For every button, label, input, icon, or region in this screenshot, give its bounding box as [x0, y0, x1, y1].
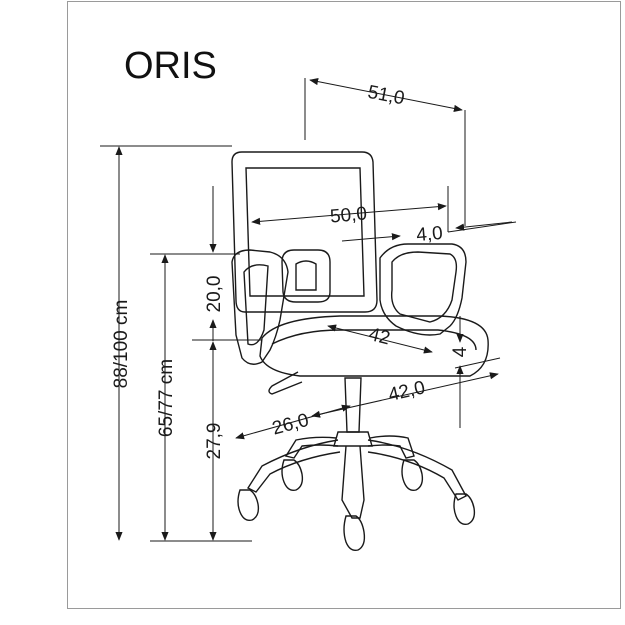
caster-2 — [453, 493, 476, 526]
base-arm-1 — [246, 439, 341, 493]
label-seat-floor: 27,9 — [204, 423, 225, 460]
label-backrest-height: 20,0 — [204, 276, 225, 313]
base-arm-2 — [367, 439, 467, 501]
dim-line-depth-top — [309, 78, 463, 112]
label-depth-top: 51,0 — [366, 82, 406, 110]
label-total-height: 88/100 cm — [111, 300, 132, 389]
backrest-mesh — [245, 167, 365, 297]
dim-line-seat-width — [327, 324, 433, 354]
drawing-frame — [67, 1, 621, 609]
label-seat-height: 65/77 cm — [156, 359, 177, 437]
right-armrest — [379, 243, 467, 336]
caster-4 — [281, 459, 304, 492]
label-backrest-width: 50,0 — [329, 203, 368, 227]
product-title: ORIS — [124, 45, 217, 87]
dim-line-backrest-width — [251, 203, 447, 225]
dim-line-armrest-width — [341, 233, 401, 242]
caster-1 — [237, 489, 260, 522]
base-arm-5 — [367, 435, 415, 459]
label-seat-thickness: 4 — [450, 346, 471, 357]
base-arm-3 — [341, 445, 365, 519]
back-bracket — [281, 249, 331, 303]
base-arm-4 — [284, 436, 339, 459]
height-lever — [268, 371, 303, 395]
caster-5 — [401, 459, 424, 492]
label-base-radius: 26,0 — [270, 410, 311, 440]
label-armrest-width: 4,0 — [415, 223, 443, 246]
label-seat-width: 42 — [367, 324, 393, 349]
dim-line-base-radius — [235, 404, 351, 440]
caster-3 — [343, 515, 366, 552]
dimension-lines — [100, 78, 517, 542]
backrest — [231, 151, 378, 313]
base-hub — [333, 431, 373, 447]
seat — [259, 315, 489, 377]
label-seat-depth: 42,0 — [386, 377, 427, 406]
left-armrest — [231, 249, 289, 365]
